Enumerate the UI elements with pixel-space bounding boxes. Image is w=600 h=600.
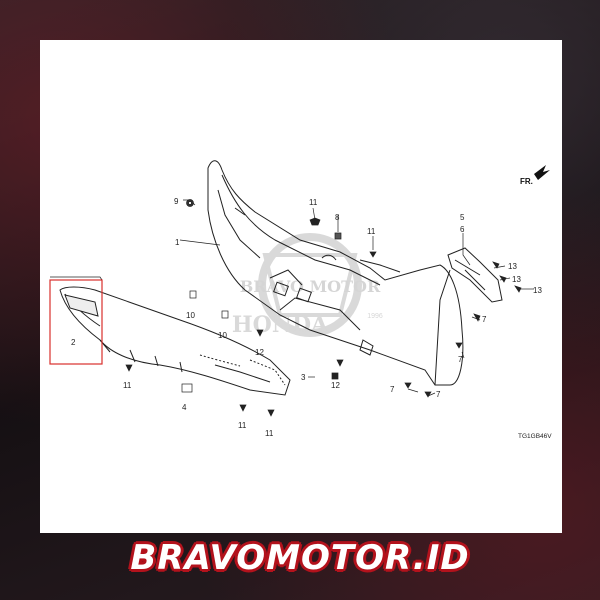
- callout-7a: 7: [482, 315, 487, 324]
- parts-diagram: BRAVO MOTOR HONDA 1996: [49, 160, 552, 440]
- highlight-box-part-2: [49, 279, 103, 365]
- fasteners: [125, 199, 522, 417]
- watermark: BRAVO MOTOR HONDA 1996: [232, 233, 383, 338]
- rear-diffuser: [59, 286, 291, 396]
- callout-6: 6: [460, 225, 465, 234]
- footer-brand-title: BRAVOMOTOR.ID: [130, 538, 470, 578]
- callout-12a: 12: [255, 348, 264, 357]
- callout-11b: 11: [367, 227, 376, 236]
- watermark-brand-text: HONDA: [232, 312, 329, 338]
- callout-11a: 11: [309, 198, 318, 207]
- callout-13c: 13: [533, 286, 542, 295]
- callout-2: 2: [71, 338, 76, 347]
- callout-12b: 12: [331, 381, 340, 390]
- callout-7b: 7: [458, 355, 463, 364]
- callout-11d: 11: [238, 421, 247, 430]
- callout-10a: 10: [186, 311, 195, 320]
- leader-lines: [50, 199, 534, 397]
- callout-3: 3: [301, 373, 306, 382]
- callout-1: 1: [175, 238, 180, 247]
- callout-9: 9: [174, 197, 179, 206]
- rear-bumper-cover: [207, 160, 464, 386]
- watermark-text-top: BRAVO MOTOR: [240, 277, 381, 296]
- front-direction-indicator: FR.: [520, 165, 550, 186]
- watermark-year: 1996: [367, 313, 383, 320]
- callout-10b: 10: [218, 331, 227, 340]
- callout-7c: 7: [390, 385, 395, 394]
- callout-11c: 11: [123, 381, 132, 390]
- diagram-code: TG1GB46V: [518, 433, 552, 440]
- callout-13b: 13: [512, 275, 521, 284]
- callout-labels: 1 2 3 4 5 6 7 7 7 7 8 9 10 10 11 11 11 1…: [71, 197, 542, 438]
- callout-4: 4: [182, 403, 187, 412]
- callout-13a: 13: [508, 262, 517, 271]
- side-bracket: [447, 247, 503, 303]
- front-direction-label: FR.: [520, 177, 533, 186]
- callout-7d: 7: [436, 390, 441, 399]
- callout-11e: 11: [265, 429, 274, 438]
- callout-8: 8: [335, 213, 340, 222]
- parts-diagram-sheet: BRAVO MOTOR HONDA 1996: [40, 40, 562, 533]
- callout-5: 5: [460, 213, 465, 222]
